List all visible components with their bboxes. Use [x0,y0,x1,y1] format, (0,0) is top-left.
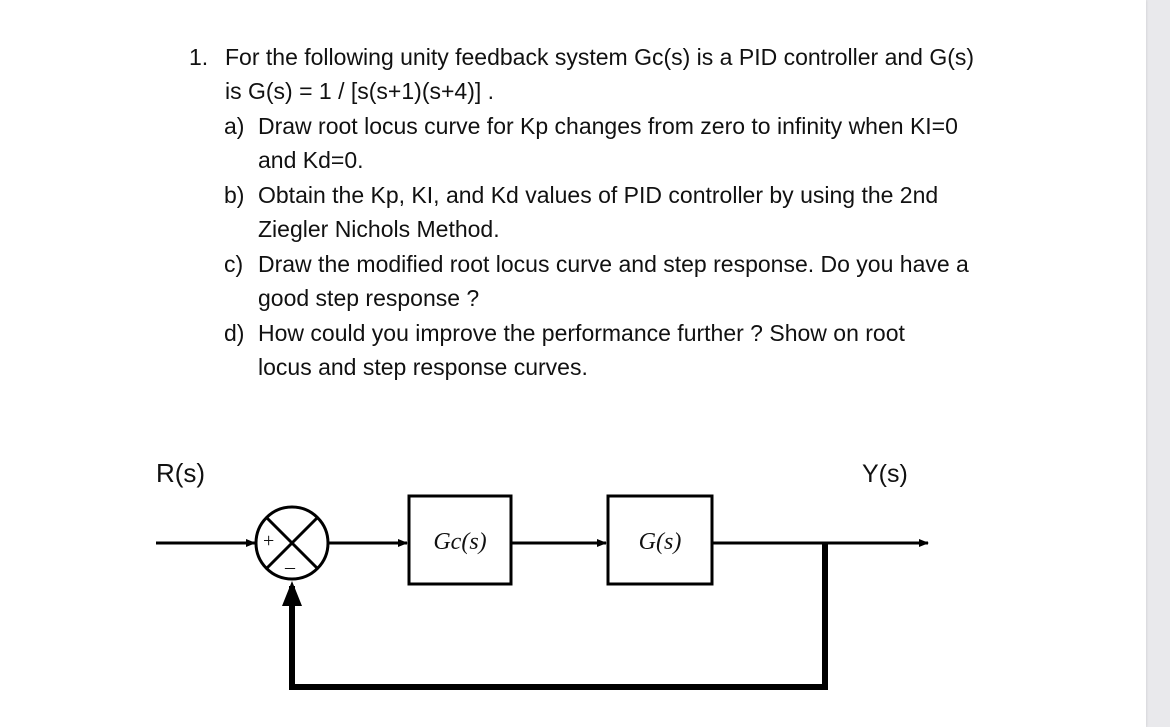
worksheet-page [0,0,1146,727]
part-label: b) [224,182,245,208]
part-label: d) [224,320,245,346]
part-text-line1: How could you improve the performance fu… [258,320,905,346]
block-diagram: R(s) Y(s) + – Gc(s) G(s) [156,458,929,690]
plant-label: G(s) [639,529,682,555]
part-label: a) [224,113,245,139]
part-text-line2: good step response ? [258,285,480,311]
feedback-path [289,543,828,690]
question-parts: a) Draw root locus curve for Kp changes … [224,109,1029,384]
part-text: Draw root locus curve for Kp changes fro… [258,109,1029,177]
summing-junction-cross [265,516,319,570]
minus-sign: – [284,556,296,578]
question-number: 1. [189,44,209,70]
summing-junction: + – [254,505,330,581]
controller-label: Gc(s) [433,529,486,555]
part-text-line1: Draw root locus curve for Kp changes fro… [258,113,958,139]
part-text-line1: Draw the modified root locus curve and s… [258,251,969,277]
question-header: 1. For the following unity feedback syst… [189,40,1029,108]
part-text: Obtain the Kp, KI, and Kd values of PID … [258,178,1029,246]
part-text-line2: locus and step response curves. [258,354,588,380]
part-d: d) How could you improve the performance… [224,316,1029,384]
part-label: c) [224,251,244,277]
feedback-arrowhead [282,581,302,606]
question-intro-line1: For the following unity feedback system … [225,44,975,70]
output-label: Y(s) [862,460,908,488]
part-text: How could you improve the performance fu… [258,316,1029,384]
part-text: Draw the modified root locus curve and s… [258,247,1029,315]
part-text-line2: Ziegler Nichols Method. [258,216,500,242]
question-1: 1. For the following unity feedback syst… [189,40,1029,385]
part-b: b) Obtain the Kp, KI, and Kd values of P… [224,178,1029,246]
input-label: R(s) [156,458,205,488]
part-c: c) Draw the modified root locus curve an… [224,247,1029,315]
plant-block [606,494,714,586]
plus-sign: + [263,530,274,552]
question-intro-line2: is G(s) = 1 / [s(s+1)(s+4)] . [225,78,495,104]
question-intro: For the following unity feedback system … [225,40,1029,108]
part-a: a) Draw root locus curve for Kp changes … [224,109,1029,177]
part-text-line2: and Kd=0. [258,147,364,173]
controller-block [407,494,513,586]
part-text-line1: Obtain the Kp, KI, and Kd values of PID … [258,182,939,208]
